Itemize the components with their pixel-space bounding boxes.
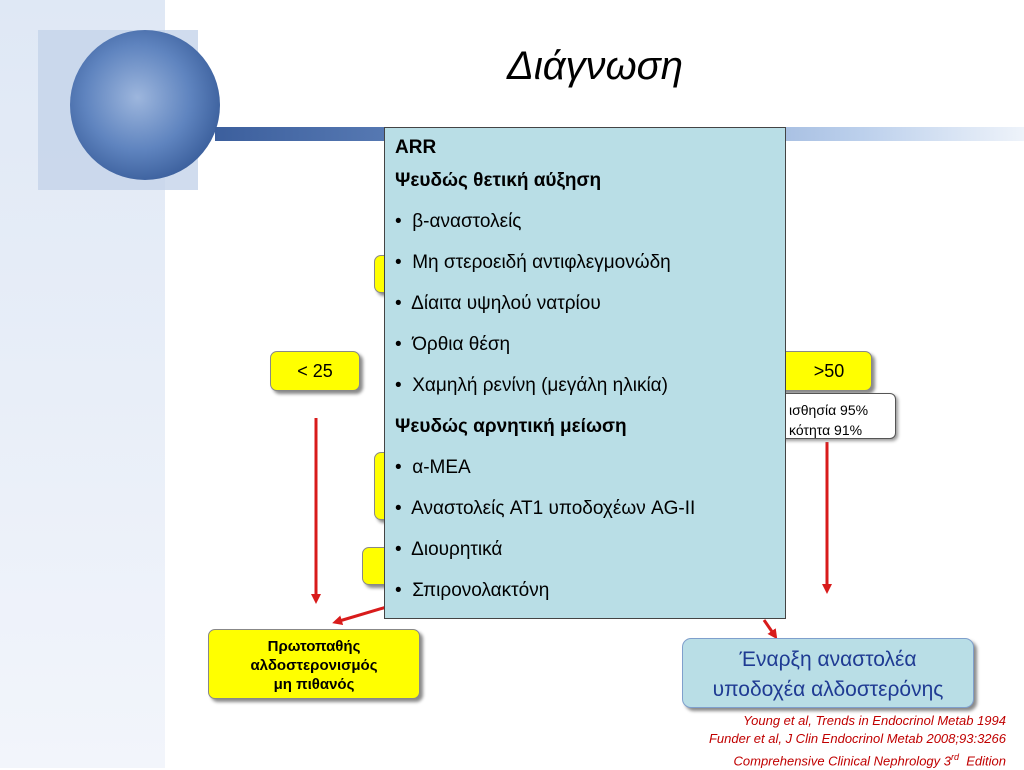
- arrow-to-left-result: [332, 604, 391, 626]
- kidney-image: [70, 30, 220, 180]
- reference-3: Comprehensive Clinical Nephrology 3rd Ed…: [733, 752, 1007, 769]
- list-item: • Όρθια θέση: [395, 334, 511, 355]
- specificity-text: κότητα 91%: [789, 422, 863, 438]
- list-item: • Διουρητικά: [395, 539, 503, 560]
- result-left-line: Πρωτοπαθής: [267, 638, 361, 655]
- list-item: • Σπιρονολακτόνη: [395, 580, 550, 601]
- list-item: • Χαμηλή ρενίνη (μεγάλη ηλικία): [395, 375, 668, 396]
- false-positive-title: Ψευδώς θετική αύξηση: [395, 170, 602, 191]
- reference-2: Funder et al, J Clin Endocrinol Metab 20…: [708, 731, 1006, 746]
- list-item: • Αναστολείς AT1 υποδοχέων AG-II: [395, 498, 696, 519]
- list-item: • Μη στεροειδή αντιφλεγμονώδη: [395, 252, 671, 273]
- list-item: • α-ΜΕΑ: [395, 457, 471, 478]
- reference-1: Young et al, Trends in Endocrinol Metab …: [743, 713, 1006, 728]
- sensitivity-text: ισθησία 95%: [789, 402, 869, 418]
- list-item: • β-αναστολείς: [395, 211, 522, 232]
- slide-title: Διάγνωση: [506, 44, 683, 88]
- threshold-low-box: < 25: [270, 351, 360, 391]
- result-start-antagonist-box: Έναρξη αναστολέα υποδοχέα αλδοστερόνης: [682, 638, 974, 708]
- result-right-line: Έναρξη αναστολέα: [739, 648, 917, 671]
- arr-heading: ARR: [395, 137, 437, 158]
- false-negative-title: Ψευδώς αρνητική μείωση: [395, 416, 627, 437]
- result-right-line: υποδοχέα αλδοστερόνης: [712, 678, 944, 701]
- result-left-line: μη πιθανός: [273, 676, 355, 693]
- result-unlikely-box: Πρωτοπαθής αλδοστερονισμός μη πιθανός: [208, 629, 420, 699]
- result-left-line: αλδοστερονισμός: [250, 657, 378, 674]
- threshold-high-box: >50: [776, 351, 872, 391]
- references: Young et al, Trends in Endocrinol Metab …: [560, 712, 1006, 770]
- arr-factors-box: ARR Ψευδώς θετική αύξηση • β-αναστολείς …: [384, 127, 786, 619]
- arrow-to-right-result: [762, 619, 778, 640]
- list-item: • Δίαιτα υψηλού νατρίου: [395, 293, 601, 314]
